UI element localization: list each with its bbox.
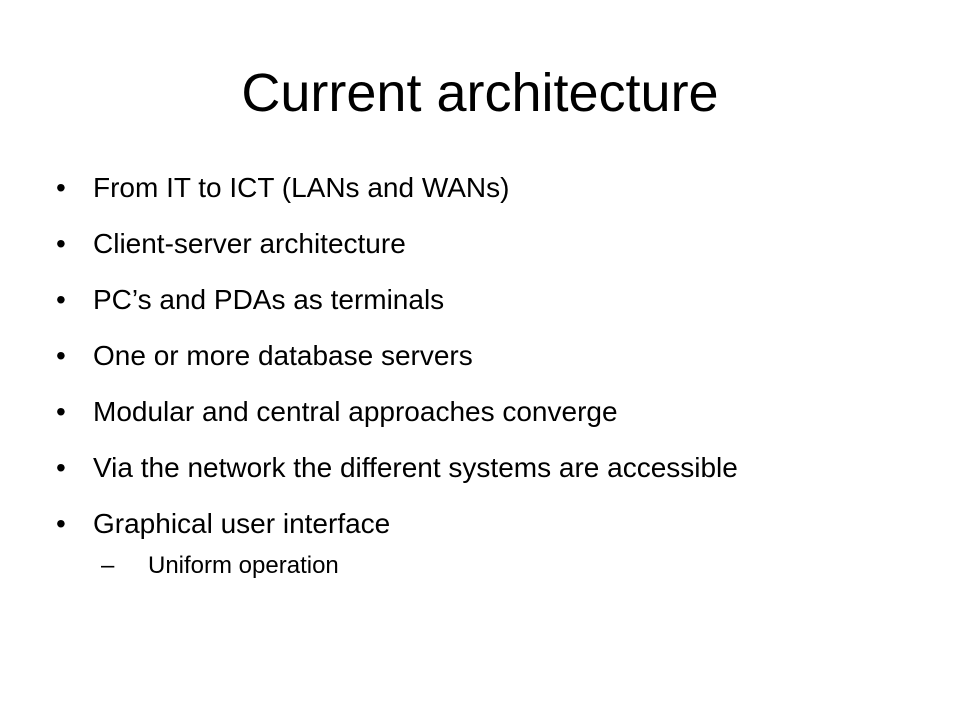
bullet-marker: • [56, 284, 66, 315]
bullet-item: • One or more database servers [56, 340, 916, 372]
bullet-marker: • [56, 452, 66, 483]
bullet-marker: • [56, 508, 66, 539]
bullet-item: • Modular and central approaches converg… [56, 396, 916, 428]
bullet-marker: • [56, 340, 66, 371]
bullet-marker: • [56, 172, 66, 203]
bullet-text: One or more database servers [93, 340, 473, 371]
bullet-item: • Client-server architecture [56, 228, 916, 260]
bullet-item: • Graphical user interface – Uniform ope… [56, 508, 916, 580]
bullet-marker: • [56, 228, 66, 259]
bullet-text: From IT to ICT (LANs and WANs) [93, 172, 510, 203]
bullet-list: • From IT to ICT (LANs and WANs) • Clien… [56, 172, 916, 604]
bullet-text: Via the network the different systems ar… [93, 452, 738, 483]
bullet-marker: • [56, 396, 66, 427]
bullet-item: • Via the network the different systems … [56, 452, 916, 484]
bullet-text: PC’s and PDAs as terminals [93, 284, 445, 315]
sub-bullet-item: – Uniform operation [101, 552, 916, 580]
sub-bullet-marker: – [101, 552, 115, 579]
bullet-item: • PC’s and PDAs as terminals [56, 284, 916, 316]
bullet-text: Client-server architecture [93, 228, 406, 259]
bullet-text: Graphical user interface [93, 508, 391, 539]
slide-title: Current architecture [241, 63, 719, 123]
bullet-item: • From IT to ICT (LANs and WANs) [56, 172, 916, 204]
sub-bullet-list: – Uniform operation [93, 552, 916, 580]
sub-bullet-text: Uniform operation [148, 552, 339, 579]
bullet-text: Modular and central approaches converge [93, 396, 618, 427]
